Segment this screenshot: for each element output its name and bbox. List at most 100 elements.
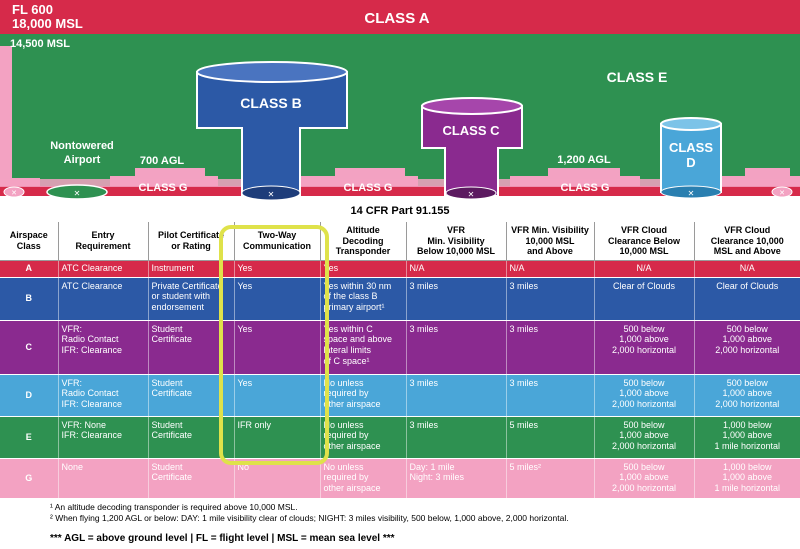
class-c-top	[421, 97, 523, 115]
cell-line: 1,000 above	[619, 430, 669, 441]
footnote-2: ² When flying 1,200 AGL or below: DAY: 1…	[50, 513, 569, 524]
cell-line: 3 miles	[509, 280, 539, 291]
cell-line: lateral limits	[323, 345, 372, 356]
cell-line: N/A	[509, 263, 525, 274]
cell-line: endorsement	[151, 302, 205, 313]
column-header-line: VFR	[447, 225, 465, 236]
cell-line: Yes within C	[323, 323, 373, 334]
column-header-line: Min. Visibility	[427, 235, 485, 246]
cell-line: 3 miles	[409, 323, 439, 334]
cell-line: IFR: Clearance	[61, 399, 123, 410]
column-header-line: VFR Cloud	[621, 225, 667, 236]
cell-line: 1,000 above	[722, 388, 773, 399]
column-header-line: MSL and Above	[713, 245, 781, 256]
nontowered-label-1: Nontowered	[50, 140, 114, 152]
cell-line: Student	[151, 323, 183, 334]
class-d-label-2: D	[686, 155, 695, 170]
cell-line: Clear of Clouds	[716, 280, 779, 291]
cell-line: No unless	[323, 461, 364, 472]
table-cell-vis-low: 3 miles	[406, 277, 507, 321]
cell-line: Yes	[237, 280, 253, 291]
cell-line: ATC Clearance	[61, 280, 123, 291]
cell-line: N/A	[636, 263, 652, 274]
cell-line: Clear of Clouds	[612, 280, 676, 291]
cell-line: 1,000 above	[619, 334, 669, 345]
cell-line: 500 below	[623, 323, 665, 334]
class-b-top	[196, 61, 348, 83]
cell-line: 2,000 horizontal	[611, 483, 677, 494]
class-g-label-2: CLASS G	[344, 182, 393, 194]
cell-line: 2,000 horizontal	[611, 345, 677, 356]
cell-line: 1 mile horizontal	[714, 483, 781, 494]
svg-text:✕: ✕	[468, 190, 475, 199]
class-a-label: CLASS A	[364, 10, 429, 27]
column-header-line: Airspace	[9, 230, 48, 241]
class-d-airport	[660, 185, 722, 199]
cell-line: or student with	[151, 291, 211, 302]
table-cell-vis-high: 3 miles	[506, 374, 595, 417]
cell-line: space and above	[323, 334, 393, 345]
cell-line: 1,000 above	[722, 472, 773, 483]
regulation-title: 14 CFR Part 91.155	[350, 205, 450, 217]
table-cell-vis-low: 3 miles	[406, 374, 507, 417]
fl600-label: FL 600	[12, 2, 53, 17]
table-cell-vis-high: 3 miles	[506, 320, 595, 375]
nontowered-label-2: Airport	[64, 154, 101, 166]
cell-line: No unless	[323, 419, 364, 430]
cell-line: other airspace	[323, 399, 381, 410]
class-d-top	[660, 117, 722, 131]
table-cell-vis-high: 5 miles²	[506, 458, 595, 499]
column-header-line: VFR Min. Visibility	[511, 225, 589, 236]
agl700-label: 700 AGL	[140, 155, 185, 167]
column-header-line: and Above	[527, 245, 573, 256]
cell-line: 2,000 horizontal	[611, 441, 677, 452]
column-header-line: Altitude	[346, 225, 380, 236]
table-cell-comm: Yes	[234, 260, 321, 278]
cell-line: 500 below	[623, 419, 665, 430]
airspace-class-cell: D	[0, 374, 59, 417]
svg-text:✕: ✕	[74, 189, 81, 198]
footnotes: ¹ An altitude decoding transponder is re…	[50, 502, 569, 525]
airspace-class-cell: G	[0, 458, 59, 499]
class-e-label: CLASS E	[607, 69, 668, 85]
airspace-diagram: ✕ ✕ ✕ ✕ ✕ ✕ FL 600 18,000 MSL CLASS A 14…	[0, 0, 800, 201]
cell-line: of the class B	[323, 291, 378, 302]
cell-line: Private Certificate	[151, 280, 223, 291]
footnote-1: ¹ An altitude decoding transponder is re…	[50, 502, 298, 512]
table-cell-vis-low: N/A	[406, 260, 507, 278]
cell-line: N/A	[739, 263, 755, 274]
cell-line: 1,000 above	[722, 334, 773, 345]
cell-line: Certificate	[151, 388, 193, 399]
table-cell-cloud-high: Clear of Clouds	[694, 277, 800, 321]
table-cell-xpdr: Yes	[320, 260, 407, 278]
cell-line: N/A	[409, 263, 425, 274]
class-c-shape	[421, 105, 523, 197]
cell-line: 2,000 horizontal	[715, 399, 780, 410]
cell-line: 500 below	[623, 377, 665, 388]
table-cell-vis-high: 5 miles	[506, 416, 595, 459]
cell-line: 500 below	[726, 377, 768, 388]
cell-line: required by	[323, 472, 369, 483]
nontowered-airport	[46, 184, 108, 200]
cell-line: Yes	[237, 263, 253, 274]
cell-line: 1,000 above	[619, 472, 669, 483]
cell-line: ATC Clearance	[61, 263, 123, 274]
cell-line: Student	[151, 461, 183, 472]
msl14500-label: 14,500 MSL	[10, 38, 70, 50]
cell-line: Student	[151, 419, 183, 430]
left-airport	[3, 186, 25, 198]
column-header-line: Communication	[242, 240, 311, 251]
